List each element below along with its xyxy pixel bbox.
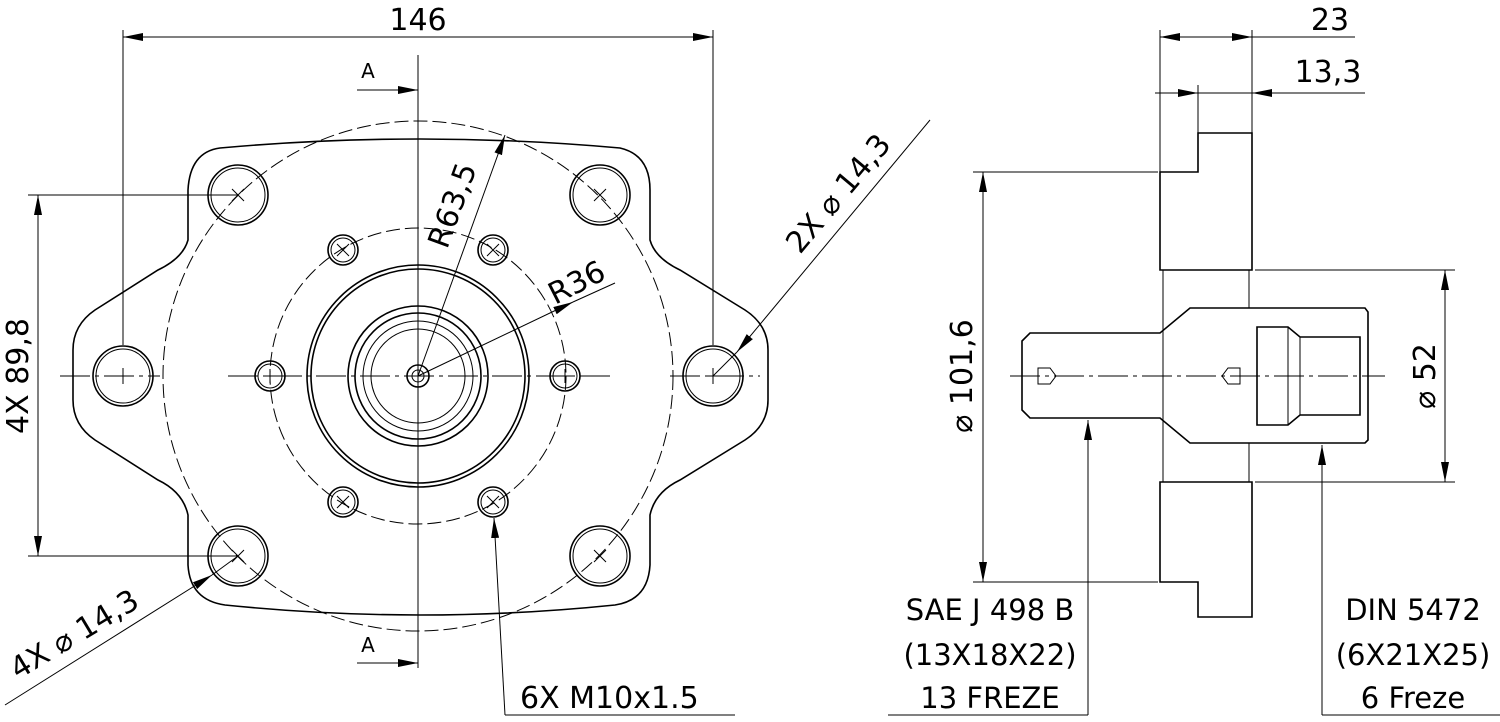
center-drill-left [1037,367,1057,385]
corner-hole [569,525,631,587]
dimension-23: 23 [1159,3,1355,172]
sae-line1: SAE J 498 B [906,593,1075,627]
sae-line2: (13X18X22) [903,638,1076,672]
din-spline-callout: DIN 5472 (6X21X25) 6 Freze [1318,445,1500,716]
flange-section-lower [1159,481,1253,618]
sae-line3: 13 FREZE [920,681,1059,715]
shaft-section [1021,307,1369,444]
section-label-bottom: A [361,633,375,657]
thread-hole [477,486,509,518]
dimension-52-label: ⌀ 52 [1408,343,1443,409]
thread-hole [327,234,359,266]
dimension-101-6: ⌀ 101,6 [945,171,1158,583]
din-line3: 6 Freze [1361,681,1465,715]
thread-hole [327,486,359,518]
radius-63-5: R63,5 [417,134,506,377]
thread-callout-label: 6X M10x1.5 [520,681,699,716]
din-line2: (6X21X25) [1336,638,1491,672]
dimension-89-8-label: 4X 89,8 [1,318,36,434]
dimension-89-8: 4X 89,8 [1,194,238,557]
section-label-top: A [361,59,375,83]
flange-section-upper [1159,132,1253,271]
flange-outline [72,138,769,616]
thread-callout: 6X M10x1.5 [491,517,735,716]
corner-holes-label: 4X ⌀ 14,3 [4,583,145,687]
dimension-52: ⌀ 52 [1255,269,1455,483]
section-view: 23 13,3 ⌀ 101,6 ⌀ 52 SA [888,3,1500,716]
corner-hole [569,164,631,226]
thread-hole [477,234,509,266]
front-view: 146 4X 89,8 A A R63,5 R36 [1,3,931,716]
side-holes-callout: 2X ⌀ 14,3 [712,119,931,377]
section-mark-top: A [357,59,418,94]
dimension-13-3-label: 13,3 [1295,55,1362,90]
radius-63-5-label: R63,5 [422,158,485,252]
sae-spline-callout: SAE J 498 B (13X18X22) 13 FREZE [888,420,1092,716]
dimension-146-label: 146 [389,3,446,38]
center-drill-right [1221,367,1241,385]
dimension-146: 146 [122,3,714,345]
side-holes-label: 2X ⌀ 14,3 [779,128,898,260]
corner-holes-callout: 4X ⌀ 14,3 [4,555,239,706]
section-mark-bottom: A [357,633,418,667]
din-line1: DIN 5472 [1345,593,1481,627]
dimension-101-6-label: ⌀ 101,6 [945,319,980,432]
radius-36-label: R36 [543,254,611,312]
internal-spline-bore [1256,326,1361,426]
dimension-13-3: 13,3 [1155,55,1365,133]
dimension-23-label: 23 [1311,3,1349,38]
